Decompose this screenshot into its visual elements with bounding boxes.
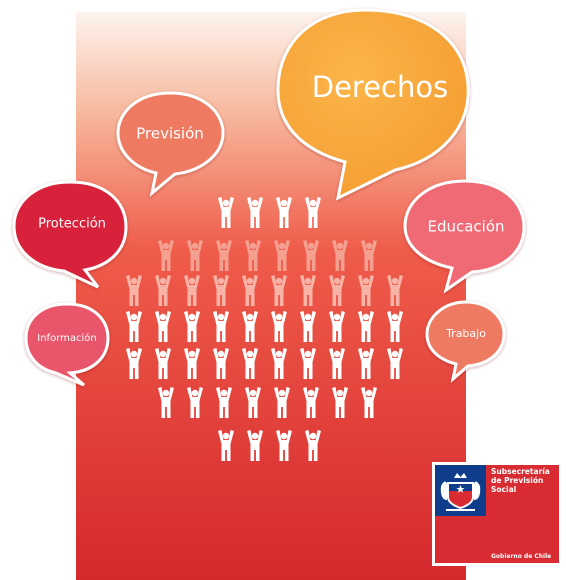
logo-line-2: de Previsión xyxy=(491,476,543,485)
logo-line-3: Social xyxy=(491,485,516,494)
logo-line-1: Subsecretaría xyxy=(491,467,550,476)
bubble-proteccion-label: Protección xyxy=(38,217,106,232)
bubble-trabajo-label: Trabajo xyxy=(445,327,486,340)
bubble-educacion-label: Educación xyxy=(427,218,504,236)
bubble-derechos xyxy=(276,8,470,201)
bubble-proteccion xyxy=(12,180,128,289)
bubble-prevision xyxy=(116,91,225,197)
bubble-trabajo xyxy=(425,300,506,384)
bubble-informacion xyxy=(24,302,110,387)
bubble-prevision-label: Previsión xyxy=(136,125,204,143)
bubble-educacion xyxy=(403,179,526,294)
coat-of-arms-icon xyxy=(440,473,481,511)
government-logo: Subsecretaría de Previsión Social Gobier… xyxy=(432,462,562,566)
bubble-derechos-label: Derechos xyxy=(312,70,448,104)
logo-footer: Gobierno de Chile xyxy=(491,553,551,560)
bubble-informacion-label: Información xyxy=(37,332,96,344)
